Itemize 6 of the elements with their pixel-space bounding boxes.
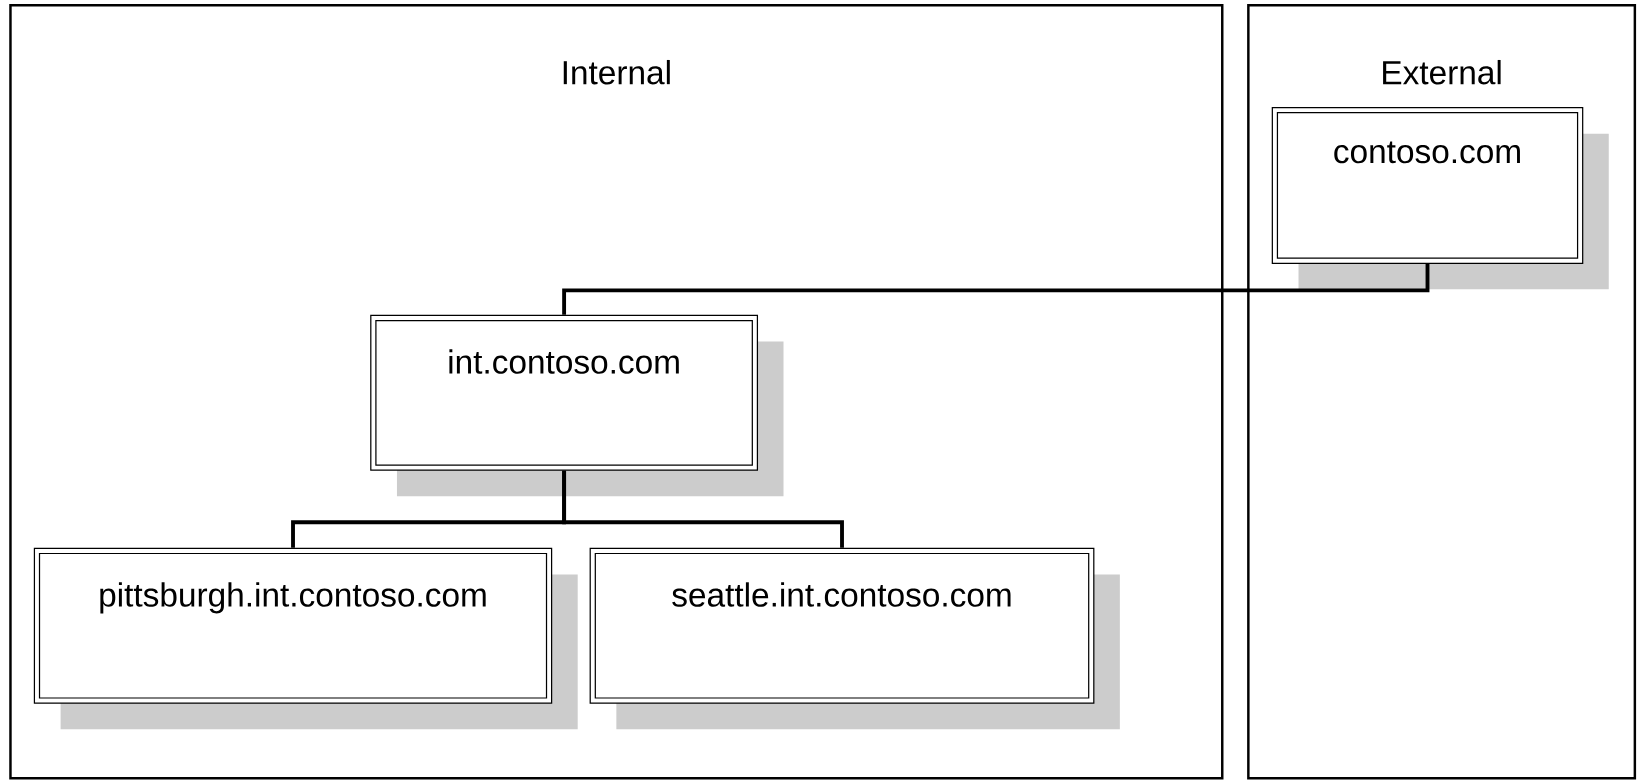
connector-line xyxy=(562,263,1430,315)
domain-box: pittsburgh.int.contoso.com xyxy=(33,547,578,730)
domain-box: seattle.int.contoso.com xyxy=(589,547,1120,730)
connector-line xyxy=(562,470,844,548)
domain-box: int.contoso.com xyxy=(370,314,784,497)
domain-box: contoso.com xyxy=(1271,106,1609,290)
